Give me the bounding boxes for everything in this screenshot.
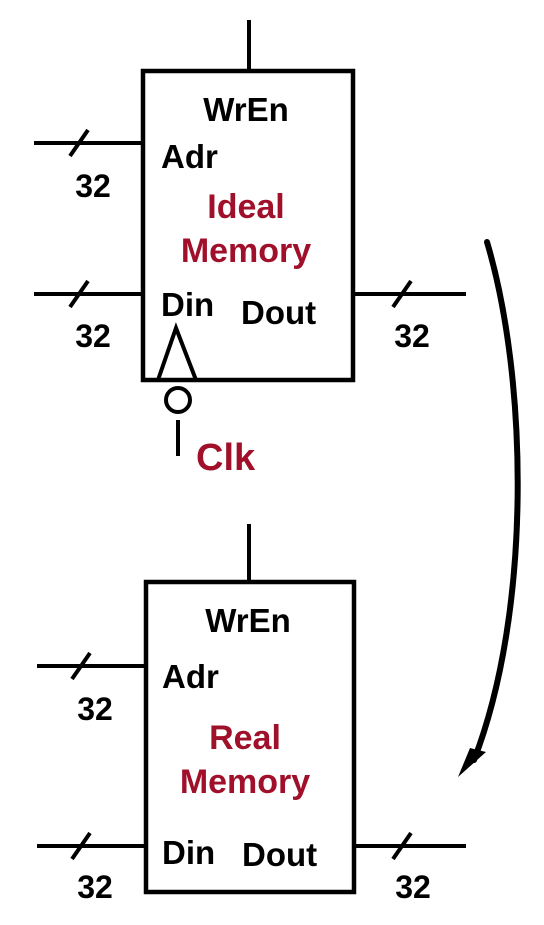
transition-arrow <box>471 239 521 763</box>
real-memory-title-line1: Real <box>209 719 281 757</box>
real-adr-width-label: 32 <box>77 691 113 727</box>
real-din-width-label: 32 <box>77 869 113 905</box>
ideal-dout-width-label: 32 <box>394 318 430 354</box>
ideal-memory-title-line1: Ideal <box>207 188 284 226</box>
real-dout-label: Dout <box>242 836 317 873</box>
ideal-wren-label: WrEn <box>203 91 289 128</box>
clock-edge-triangle <box>156 322 198 381</box>
real-memory-title-line2: Memory <box>180 763 310 801</box>
real-adr-label: Adr <box>162 658 219 695</box>
clock-inversion-bubble <box>164 386 192 414</box>
real-din-bus-slash <box>70 831 92 861</box>
real-din-label: Din <box>162 834 215 871</box>
clock-label: Clk <box>196 437 256 479</box>
ideal-din-label: Din <box>161 286 214 323</box>
ideal-din-width-label: 32 <box>75 318 111 354</box>
ideal-adr-bus-slash <box>68 128 90 158</box>
ideal-dout-label: Dout <box>241 294 316 331</box>
ideal-adr-label: Adr <box>161 138 218 175</box>
ideal-memory-block: WrEn 32 Adr Ideal Memory 32 Din Dout 32 … <box>34 20 466 479</box>
real-memory-block: WrEn 32 Adr Real Memory 32 Din Dout 32 <box>37 524 466 905</box>
ideal-adr-width-label: 32 <box>75 168 111 204</box>
transition-arrow-head <box>458 748 486 777</box>
real-adr-bus-slash <box>70 651 92 681</box>
real-dout-width-label: 32 <box>395 869 431 905</box>
ideal-din-bus-slash <box>68 279 90 309</box>
real-dout-bus-slash <box>391 831 413 861</box>
real-wren-label: WrEn <box>205 602 291 639</box>
ideal-dout-bus-slash <box>391 279 413 309</box>
ideal-memory-title-line2: Memory <box>181 232 311 270</box>
